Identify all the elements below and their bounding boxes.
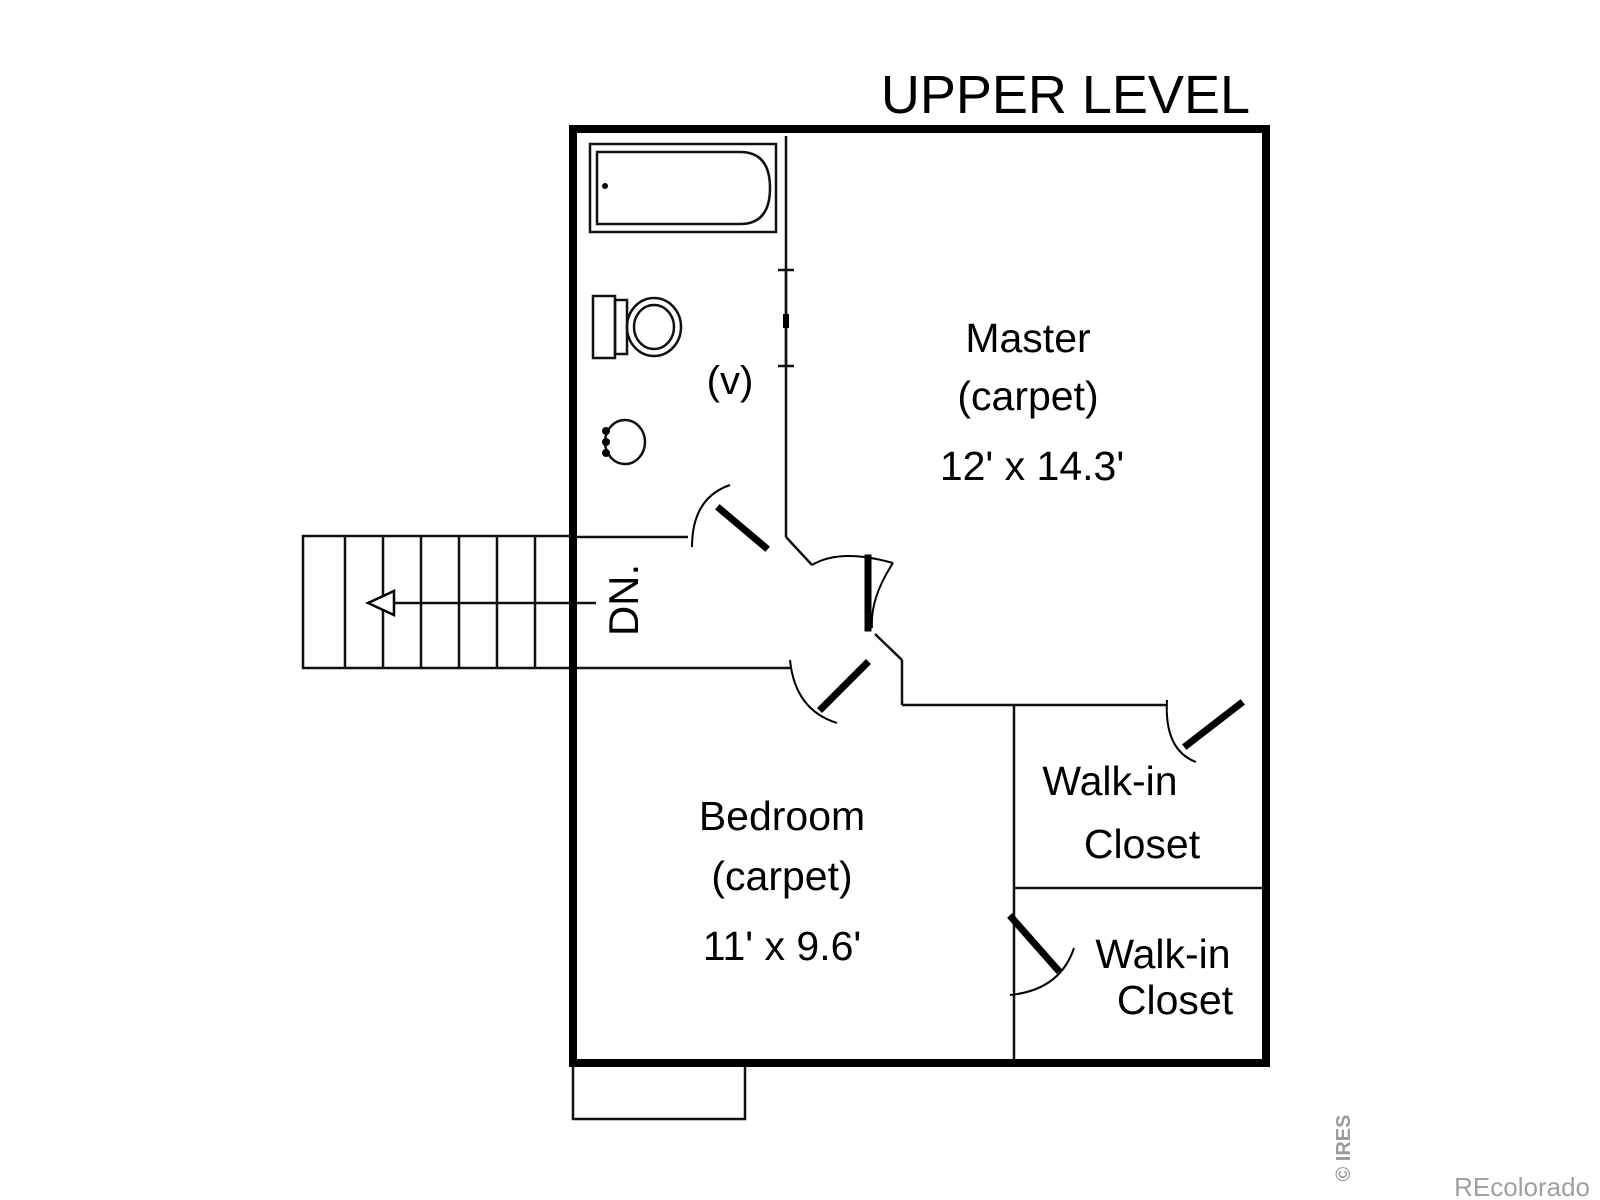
watermark-ires: © IRES xyxy=(1333,1115,1355,1182)
closet-line-1: Walk-in xyxy=(1042,758,1177,804)
door-master xyxy=(811,554,894,632)
watermark-recolorado: REcolorado xyxy=(1454,1172,1590,1200)
closet-line-2: Closet xyxy=(1117,977,1234,1023)
closet-line-2: Closet xyxy=(1084,821,1201,867)
room-size: 12' x 14.3' xyxy=(940,443,1124,489)
room-bedroom: Bedroom (carpet) 11' x 9.6' xyxy=(699,793,865,969)
room-floor: (carpet) xyxy=(957,373,1098,419)
door-closet-2 xyxy=(1007,913,1075,996)
arrow-head-icon xyxy=(365,589,396,617)
bathtub xyxy=(588,142,778,234)
room-name: Master xyxy=(965,315,1090,361)
staircase xyxy=(301,534,596,670)
interior-walls xyxy=(577,136,1262,1059)
door-closet-1 xyxy=(1165,699,1245,763)
outer-wall xyxy=(569,125,1270,1067)
pocket-door xyxy=(778,268,794,368)
room-closet-1: Walk-in Closet xyxy=(1042,758,1200,867)
toilet xyxy=(591,294,683,360)
stairs-label: DN. xyxy=(600,564,647,636)
vanity-label: (v) xyxy=(707,359,754,403)
room-master: Master (carpet) 12' x 14.3' xyxy=(940,315,1124,489)
door-bath xyxy=(691,484,770,552)
room-name: Bedroom xyxy=(699,793,865,839)
bath-sink xyxy=(602,418,647,466)
room-size: 11' x 9.6' xyxy=(703,923,862,969)
bump-out xyxy=(571,1061,747,1121)
plan-title: UPPER LEVEL xyxy=(881,65,1250,125)
door-bedroom xyxy=(789,659,871,724)
room-floor: (carpet) xyxy=(711,853,852,899)
closet-line-1: Walk-in xyxy=(1095,931,1230,977)
room-closet-2: Walk-in Closet xyxy=(1095,931,1233,1023)
